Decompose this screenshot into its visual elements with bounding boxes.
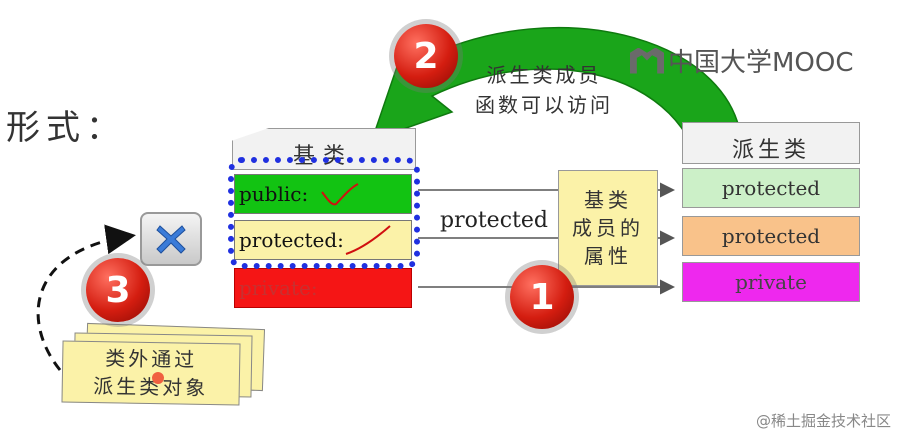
- check-mark-icon: [345, 225, 391, 255]
- inheritance-mode-label: protected: [440, 208, 548, 233]
- derived-row-1-label: protected: [721, 176, 821, 200]
- step-2-caption: 派生类成员 函数可以访问: [474, 60, 614, 120]
- dashed-outside-access-arrow: [36, 224, 136, 371]
- derived-row-3-label: private: [735, 270, 807, 294]
- base-private-row: private:: [234, 268, 412, 308]
- base-class-title: 基类: [292, 144, 353, 169]
- check-mark-icon: [321, 183, 359, 206]
- step-3-badge: 3: [86, 258, 150, 322]
- section-heading-fragment: 形式：: [6, 108, 126, 148]
- base-private-label: private:: [239, 276, 318, 300]
- mooc-logo: 中国大学MOOC: [630, 42, 854, 79]
- base-protected-label: protected:: [239, 228, 344, 252]
- accessible-members-highlight: [228, 157, 420, 269]
- derived-row-2: protected: [682, 216, 860, 256]
- derived-class-title: 派生类: [731, 138, 810, 163]
- derived-row-1: protected: [682, 168, 860, 208]
- mooc-logo-icon: [630, 47, 664, 74]
- derived-class-header: [682, 122, 860, 164]
- derived-row-3: private: [682, 262, 860, 302]
- denied-icon: [140, 212, 202, 266]
- step-2-caption-line-2: 函数可以访问: [475, 93, 613, 117]
- base-protected-row: protected:: [234, 220, 412, 260]
- derived-row-2-label: protected: [721, 224, 821, 248]
- attr-line-3: 属性: [584, 244, 632, 268]
- base-public-label: public:: [239, 182, 309, 206]
- note-line-1: 类外通过: [105, 346, 198, 372]
- step-2-caption-line-1: 派生类成员: [486, 63, 602, 87]
- attr-line-1: 基类: [584, 188, 632, 212]
- outside-access-note: 类外通过 派生类对象: [61, 340, 241, 406]
- step-1-badge: 1: [510, 265, 574, 329]
- note-line-2: 派生类对象: [93, 373, 209, 400]
- attr-line-2: 成员的: [572, 216, 644, 240]
- close-icon: [156, 225, 186, 254]
- mooc-logo-text: 中国大学MOOC: [668, 48, 854, 78]
- pointer-dot: [152, 372, 164, 384]
- step-2-badge: 2: [394, 24, 458, 88]
- base-member-attribute-box: 基类 成员的 属性: [558, 170, 658, 286]
- watermark: @稀土掘金技术社区: [756, 412, 892, 430]
- base-class-header: [232, 128, 416, 170]
